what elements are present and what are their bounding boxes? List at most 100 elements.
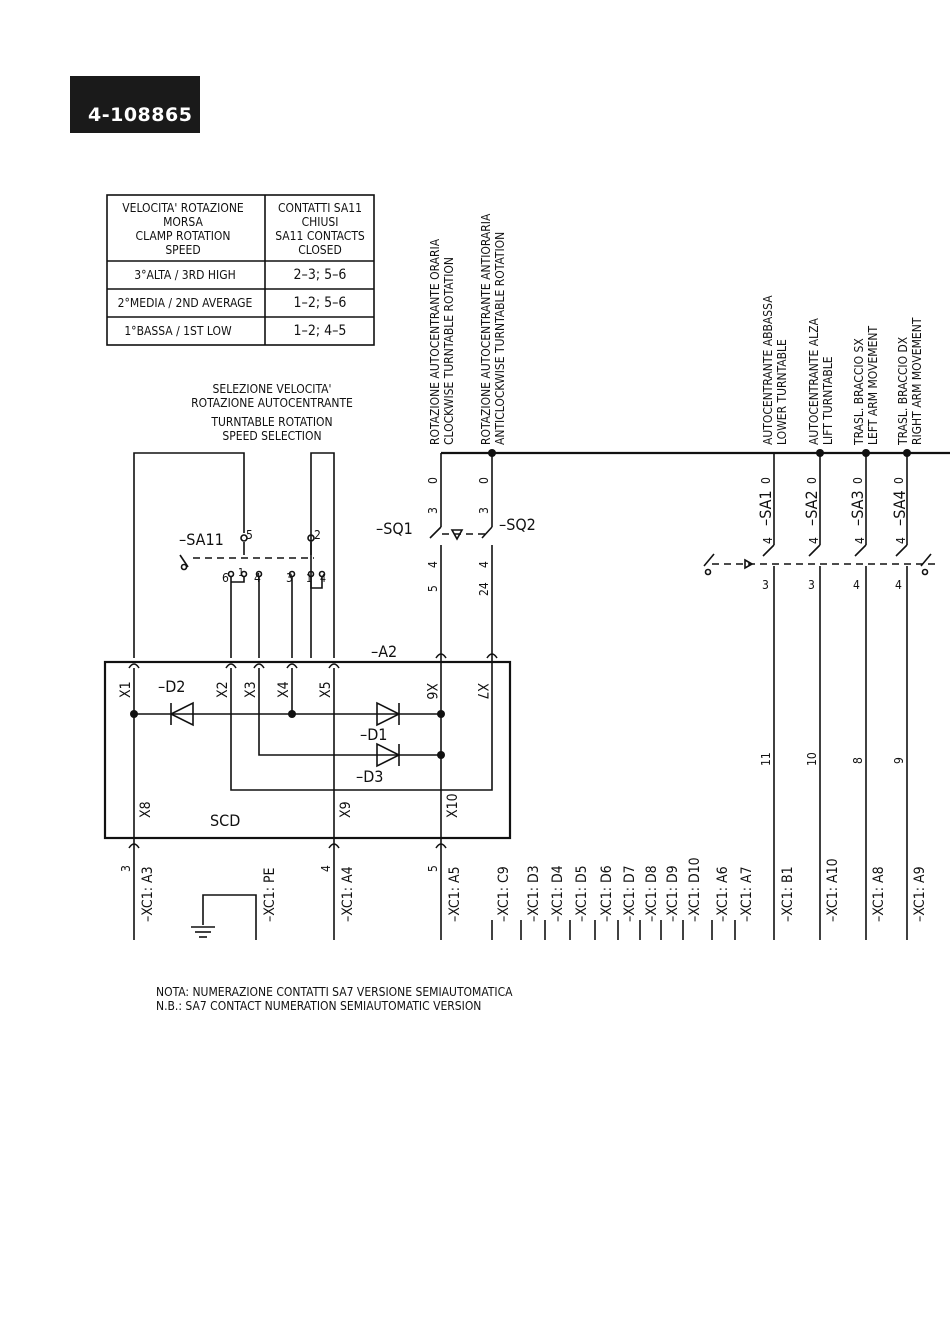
- caption-sa4-2: RIGHT ARM MOVEMENT: [910, 317, 924, 445]
- terminal-label: –XC1: D3: [526, 865, 542, 922]
- pin-x6: X6: [423, 683, 439, 700]
- wire-number: 3: [119, 865, 133, 872]
- pin-x9: X9: [338, 801, 354, 818]
- column-captions: ROTAZIONE AUTOCENTRANTE ORARIA CLOCKWISE…: [428, 213, 924, 446]
- d1-label: –D1: [360, 725, 387, 744]
- scd-label: SCD: [210, 811, 240, 830]
- sq1-terminal: 4: [426, 561, 440, 568]
- sa11-terminal: 1: [306, 573, 312, 585]
- sa11-terminal: 5: [246, 528, 253, 542]
- sq1-terminal: 0: [426, 477, 440, 484]
- pin-x7: X7: [474, 683, 490, 700]
- terminal-label: –XC1: C9: [496, 866, 512, 922]
- wire-number: 4: [319, 865, 333, 872]
- terminal-label: –XC1: A7: [739, 866, 755, 922]
- table-row-contacts: 1–2; 5–6: [294, 295, 347, 311]
- table-row-speed: 3°ALTA / 3RD HIGH: [134, 268, 235, 282]
- pin-x8: X8: [138, 801, 154, 818]
- sq1-terminal: 3: [426, 507, 440, 514]
- terminal-label: –XC1: D8: [644, 865, 660, 922]
- caption-sq2-1: ROTAZIONE AUTOCENTRANTE ANTIORARIA: [479, 213, 493, 445]
- sq1-label: –SQ1: [376, 519, 413, 538]
- sa4-terminal: 0: [892, 477, 906, 484]
- table-row-contacts: 2–3; 5–6: [294, 267, 347, 283]
- sq2-terminal: 24: [477, 582, 491, 596]
- caption-line: SPEED SELECTION: [222, 429, 321, 443]
- caption-sa4-1: TRASL. BRACCIO DX: [896, 336, 910, 446]
- caption-sq1-2: CLOCKWISE TURNTABLE ROTATION: [442, 257, 456, 445]
- caption-line: TURNTABLE ROTATION: [210, 415, 332, 429]
- sa2-wire: 10: [805, 752, 819, 766]
- d2-label: –D2: [158, 677, 185, 696]
- caption-sq1-1: ROTAZIONE AUTOCENTRANTE ORARIA: [428, 238, 442, 445]
- sa3-terminal: 4: [853, 578, 860, 592]
- notes: NOTA: NUMERAZIONE CONTATTI SA7 VERSIONE …: [156, 985, 513, 1013]
- table-header-right-4: CLOSED: [298, 243, 342, 257]
- wire-number: 5: [426, 865, 440, 872]
- caption-sa1-1: AUTOCENTRANTE ABBASSA: [761, 295, 775, 445]
- terminal-label: –XC1: D6: [599, 865, 615, 922]
- sq2-terminal: 3: [477, 507, 491, 514]
- sa2-terminal: 0: [805, 477, 819, 484]
- sa2-terminal: 4: [807, 537, 821, 544]
- caption-sa2-2: LIFT TURNTABLE: [821, 356, 835, 445]
- pin-x2: X2: [215, 681, 231, 698]
- sa11-terminal: 4: [254, 571, 261, 585]
- speed-contacts-table: VELOCITA' ROTAZIONE MORSA CLAMP ROTATION…: [106, 194, 375, 346]
- sa-switch-group: –SA1 –SA2 –SA3 –SA4 0 4 3 11 0 4 3 10 0 …: [703, 453, 935, 940]
- sa4-terminal: 4: [894, 537, 908, 544]
- document-number-badge: 4-108865: [70, 76, 200, 133]
- caption-sa3-1: TRASL. BRACCIO SX: [852, 338, 866, 446]
- sa1-terminal: 0: [759, 477, 773, 484]
- sa11-label: –SA11: [179, 530, 224, 549]
- terminal-label: –XC1: A6: [715, 866, 731, 922]
- terminal-label: –XC1: A9: [912, 866, 928, 922]
- pin-x5: X5: [318, 681, 334, 698]
- terminal-label: –XC1: D10: [687, 857, 703, 922]
- sa3-label: –SA3: [848, 490, 867, 526]
- table-header-right-1: CONTATTI SA11: [278, 201, 362, 215]
- sq2-terminal: 0: [477, 477, 491, 484]
- terminal-label: –XC1: D7: [622, 865, 638, 922]
- sa11-terminal: 3: [286, 571, 293, 585]
- sa4-label: –SA4: [890, 490, 909, 526]
- caption-line: SELEZIONE VELOCITA': [213, 382, 332, 396]
- sa3-wire: 8: [851, 757, 865, 764]
- caption-sa2-1: AUTOCENTRANTE ALZA: [807, 317, 821, 445]
- sq2-label: –SQ2: [499, 515, 536, 534]
- terminal-label: –XC1: A5: [447, 866, 463, 922]
- terminal-label: –XC1: D9: [665, 865, 681, 922]
- sa11-terminal: 4: [320, 573, 326, 585]
- pin-x3: X3: [243, 681, 259, 698]
- sa1-wire: 11: [759, 752, 773, 766]
- table-header-left-2: MORSA: [163, 215, 203, 229]
- table-row-contacts: 1–2; 4–5: [294, 323, 347, 339]
- a2-label: –A2: [371, 642, 397, 661]
- terminal-label: –XC1: D5: [574, 865, 590, 922]
- table-row-speed: 2°MEDIA / 2ND AVERAGE: [118, 296, 253, 310]
- terminal-label: –XC1: D4: [550, 865, 566, 922]
- terminal-label: –XC1: PE: [262, 867, 278, 922]
- diode-d3: [376, 742, 401, 768]
- sa2-terminal: 3: [808, 578, 815, 592]
- caption-sq2-2: ANTICLOCKWISE TURNTABLE ROTATION: [493, 232, 507, 445]
- pin-x1: X1: [118, 681, 134, 698]
- sa11-selector: –SA11 5 2 6 1 4 3 1 4: [133, 452, 335, 658]
- caption-line: ROTAZIONE AUTOCENTRANTE: [191, 396, 353, 410]
- note-line-2: N.B.: SA7 CONTACT NUMERATION SEMIAUTOMAT…: [156, 999, 481, 1013]
- table-header-left-4: SPEED: [165, 243, 200, 257]
- caption-sa3-2: LEFT ARM MOVEMENT: [866, 326, 880, 445]
- diode-d2: [169, 701, 194, 727]
- sa1-label: –SA1: [756, 490, 775, 526]
- pin-x10: X10: [445, 793, 461, 818]
- table-header-left-3: CLAMP ROTATION: [136, 229, 231, 243]
- terminal-label: –XC1: A10: [825, 858, 841, 922]
- sa11-terminal: 6: [222, 571, 229, 585]
- terminal-label: –XC1: A3: [140, 866, 156, 922]
- sa1-terminal: 3: [762, 578, 769, 592]
- caption-sa1-2: LOWER TURNTABLE: [775, 339, 789, 445]
- a2-module: –A2 SCD –D2: [103, 642, 512, 849]
- sq1-sq2-switches: –SQ1 –SQ2 0 3 4 5 0 3 4 24: [376, 453, 536, 658]
- sa1-terminal: 4: [761, 537, 775, 544]
